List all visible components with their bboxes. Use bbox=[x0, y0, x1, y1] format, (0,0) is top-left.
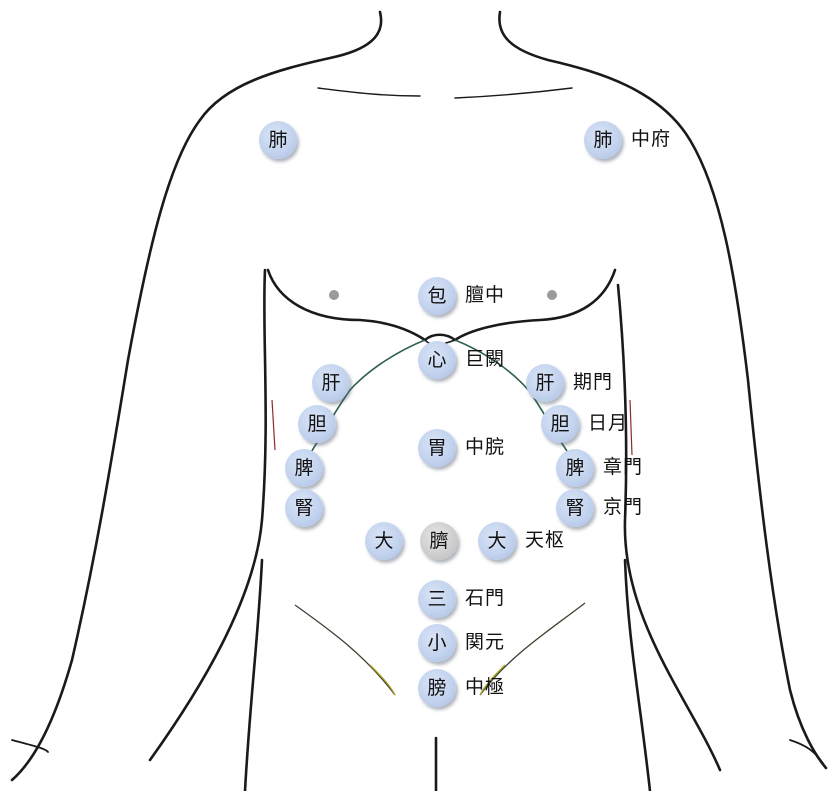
nipple-left bbox=[547, 290, 557, 300]
point-name-shimen: 石門 bbox=[465, 589, 505, 608]
waist-left-line bbox=[245, 560, 262, 791]
point-name-danzhong: 膻中 bbox=[465, 286, 505, 305]
liver-badge-right[interactable]: 肝 bbox=[312, 364, 350, 402]
large-intestine-badge-right[interactable]: 大 bbox=[365, 522, 403, 560]
point-name-qimen: 期門 bbox=[573, 373, 613, 392]
point-name-zhongwan: 中脘 bbox=[465, 438, 505, 457]
clavicle-right bbox=[455, 88, 572, 98]
point-name-zhangmen: 章門 bbox=[603, 458, 643, 477]
point-name-zhongji: 中極 bbox=[465, 678, 505, 697]
gallbladder-badge-left[interactable]: 胆 bbox=[541, 405, 579, 443]
point-name-chufu: 中府 bbox=[631, 130, 671, 149]
stomach-badge[interactable]: 胃 bbox=[418, 429, 456, 467]
left-hand-line bbox=[12, 740, 48, 752]
left-inner-arm-line bbox=[150, 270, 266, 760]
neck-right-line bbox=[499, 12, 690, 140]
kidney-badge-right[interactable]: 腎 bbox=[285, 489, 323, 527]
bladder-badge[interactable]: 膀 bbox=[418, 669, 456, 707]
point-name-tianshu: 天枢 bbox=[525, 531, 565, 550]
pericardium-badge[interactable]: 包 bbox=[418, 277, 456, 315]
lung-badge-left[interactable]: 肺 bbox=[584, 121, 622, 159]
point-name-riyue: 日月 bbox=[588, 414, 628, 433]
navel-badge[interactable]: 臍 bbox=[420, 522, 458, 560]
right-outer-arm-line bbox=[690, 140, 826, 768]
left-outer-arm-line bbox=[12, 120, 200, 780]
liver-badge-left[interactable]: 肝 bbox=[526, 364, 564, 402]
spleen-badge-left[interactable]: 脾 bbox=[556, 449, 594, 487]
point-name-jingmen: 京門 bbox=[603, 498, 643, 517]
right-inner-arm-line bbox=[618, 285, 720, 770]
waist-right-line bbox=[625, 560, 650, 791]
large-intestine-badge-left[interactable]: 大 bbox=[478, 522, 516, 560]
neck-left-line bbox=[200, 12, 381, 120]
spleen-badge-right[interactable]: 脾 bbox=[285, 449, 323, 487]
point-name-guanyuan: 関元 bbox=[465, 633, 505, 652]
point-name-juque: 巨闕 bbox=[465, 350, 505, 369]
small-intestine-badge[interactable]: 小 bbox=[418, 624, 456, 662]
nipple-right bbox=[329, 290, 339, 300]
kidney-badge-left[interactable]: 腎 bbox=[556, 489, 594, 527]
groin-line-left bbox=[295, 605, 395, 695]
heart-badge[interactable]: 心 bbox=[418, 341, 456, 379]
triple-burner-badge[interactable]: 三 bbox=[418, 580, 456, 618]
gallbladder-badge-right[interactable]: 胆 bbox=[298, 405, 336, 443]
clavicle-left bbox=[318, 88, 420, 96]
right-hand-line bbox=[790, 740, 826, 768]
lung-badge-right[interactable]: 肺 bbox=[259, 121, 297, 159]
